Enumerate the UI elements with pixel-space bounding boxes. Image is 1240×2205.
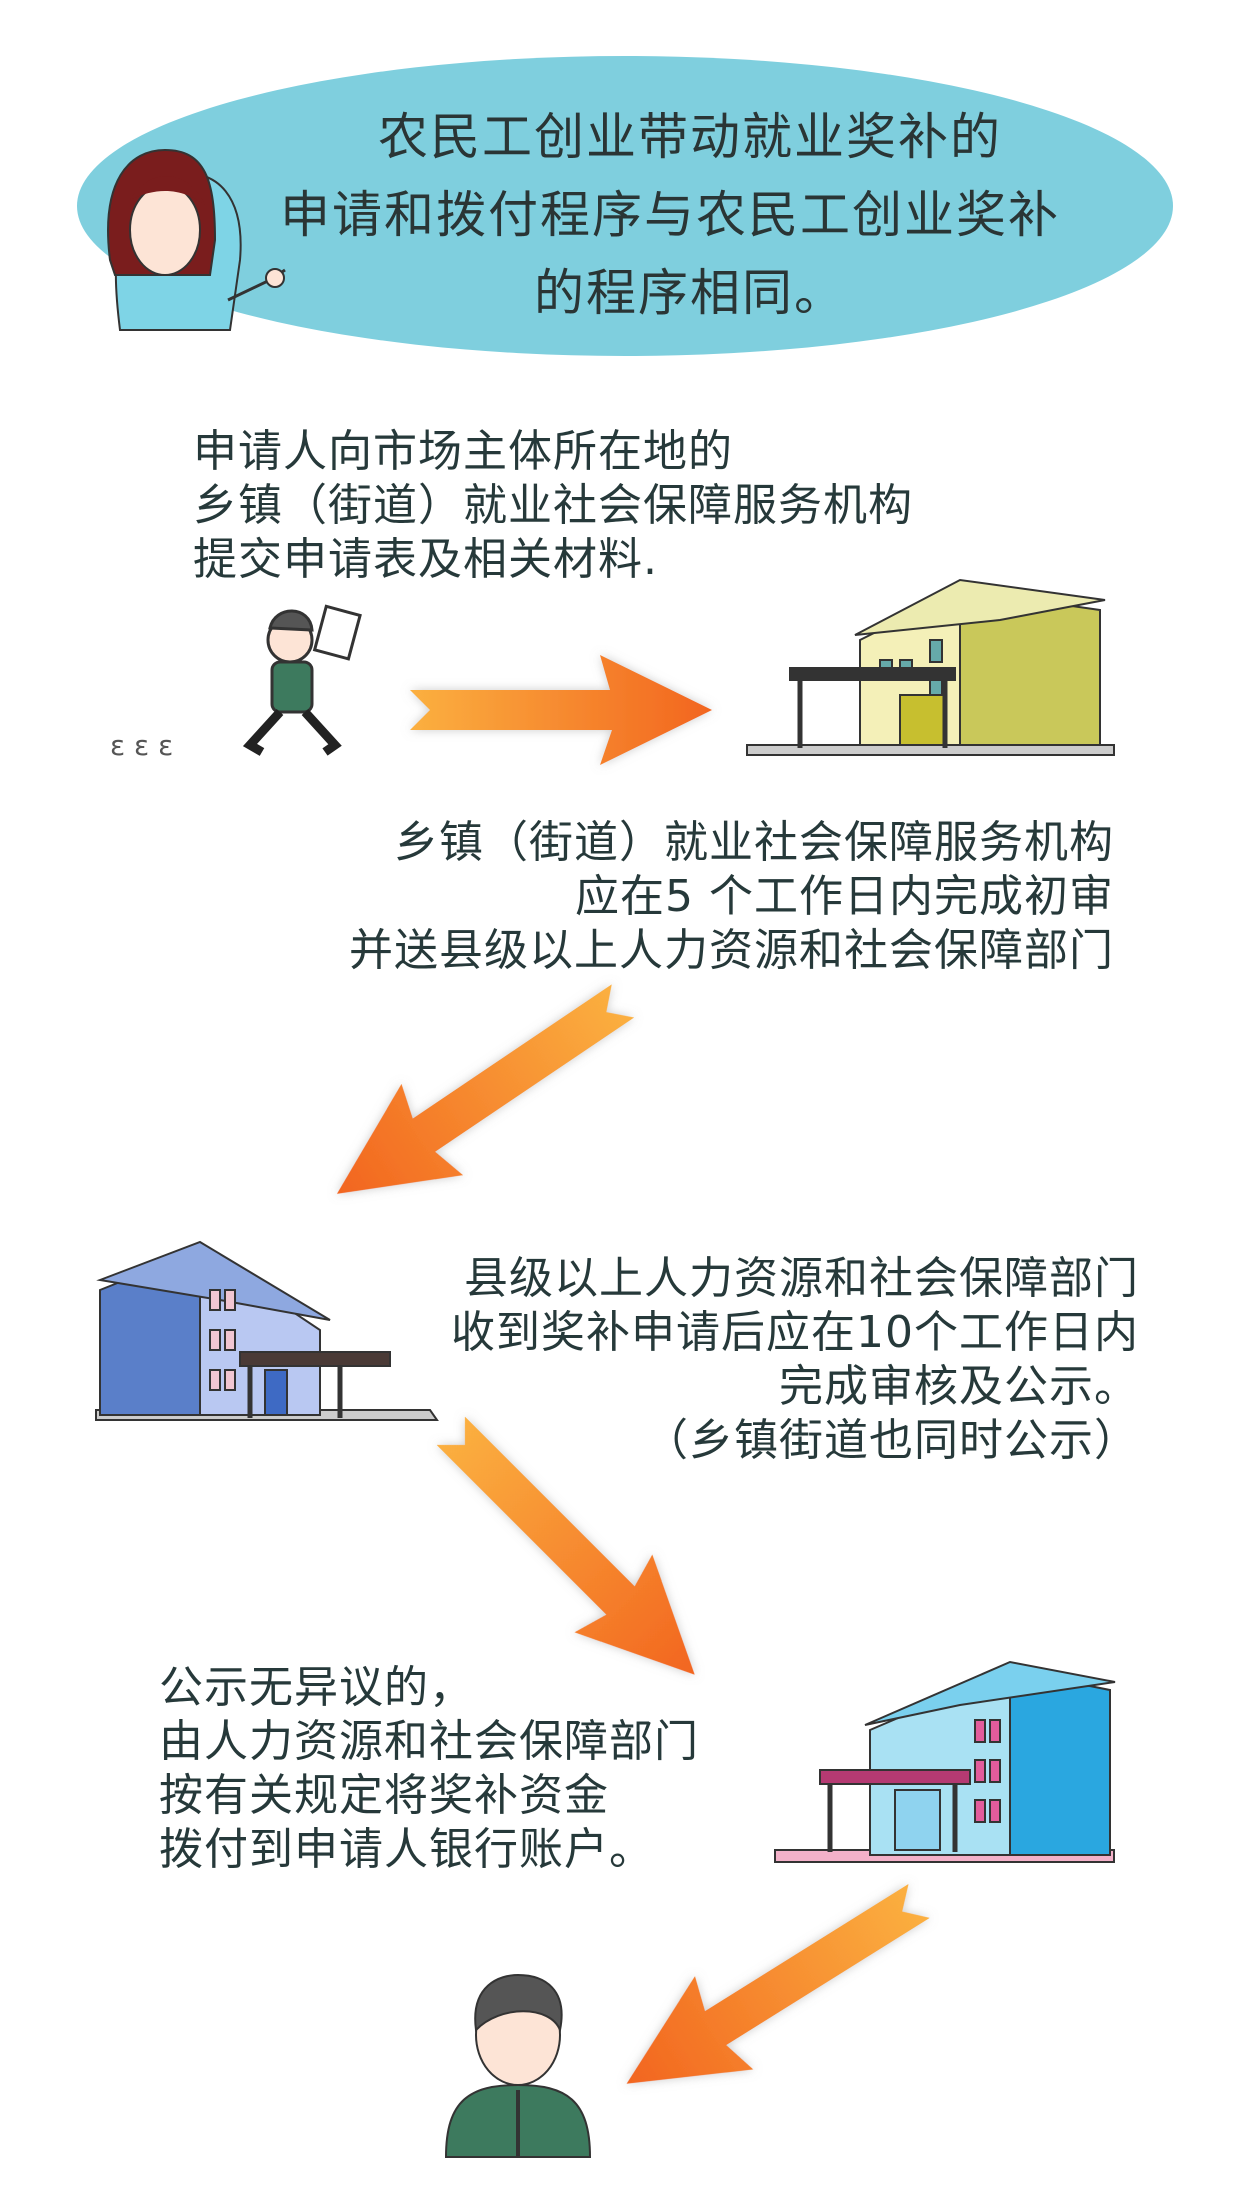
payment-department-building-illustration	[774, 1660, 1116, 1863]
step-line: 由人力资源和社会保障部门	[159, 1716, 699, 1767]
step-line: 应在5 个工作日内完成初审	[575, 871, 1114, 922]
svg-text:ε ε ε: ε ε ε	[110, 729, 173, 762]
title-line: 农民工创业带动就业奖补的	[378, 108, 1002, 166]
arrow-3-down-right	[436, 1416, 695, 1675]
applicant-man-illustration	[444, 1973, 592, 2158]
step-line: 并送县级以上人力资源和社会保障部门	[349, 925, 1114, 976]
arrow-4-down-left	[626, 1883, 930, 2084]
woman-presenter-illustration	[107, 148, 286, 331]
county-hr-department-building-illustration	[95, 1240, 439, 1421]
step-line: 乡镇（街道）就业社会保障服务机构	[193, 480, 913, 531]
step-line: 公示无异议的，	[159, 1662, 474, 1713]
step-line: 提交申请表及相关材料.	[193, 534, 658, 585]
step-line: 申请人向市场主体所在地的	[193, 426, 733, 477]
running-applicant-illustration: ε ε ε	[110, 604, 362, 762]
arrow-1-right	[410, 655, 712, 765]
step-line: 完成审核及公示。	[779, 1361, 1139, 1412]
step-3-review-and-publicize: 县级以上人力资源和社会保障部门 收到奖补申请后应在10个工作日内 完成审核及公示…	[451, 1252, 1139, 1468]
header-title: 农民工创业带动就业奖补的 申请和拨付程序与农民工创业奖补 的程序相同。	[230, 98, 1150, 332]
township-office-building-illustration	[746, 578, 1115, 756]
step-2-preliminary-review: 乡镇（街道）就业社会保障服务机构 应在5 个工作日内完成初审 并送县级以上人力资…	[349, 816, 1114, 978]
step-line: 县级以上人力资源和社会保障部门	[464, 1253, 1139, 1304]
step-line: 按有关规定将奖补资金	[159, 1770, 609, 1821]
step-1-submit-application: 申请人向市场主体所在地的 乡镇（街道）就业社会保障服务机构 提交申请表及相关材料…	[193, 425, 913, 587]
speech-bubble	[77, 56, 1173, 356]
arrow-2-down-left	[336, 984, 635, 1194]
step-4-disburse-funds: 公示无异议的， 由人力资源和社会保障部门 按有关规定将奖补资金 拨付到申请人银行…	[159, 1661, 699, 1877]
step-line: 乡镇（街道）就业社会保障服务机构	[394, 817, 1114, 868]
step-line: 拨付到申请人银行账户。	[159, 1824, 654, 1875]
title-line: 申请和拨付程序与农民工创业奖补	[280, 186, 1060, 244]
title-line: 的程序相同。	[534, 264, 846, 322]
step-line: 收到奖补申请后应在10个工作日内	[451, 1307, 1139, 1358]
step-line: （乡镇街道也同时公示）	[644, 1415, 1139, 1466]
